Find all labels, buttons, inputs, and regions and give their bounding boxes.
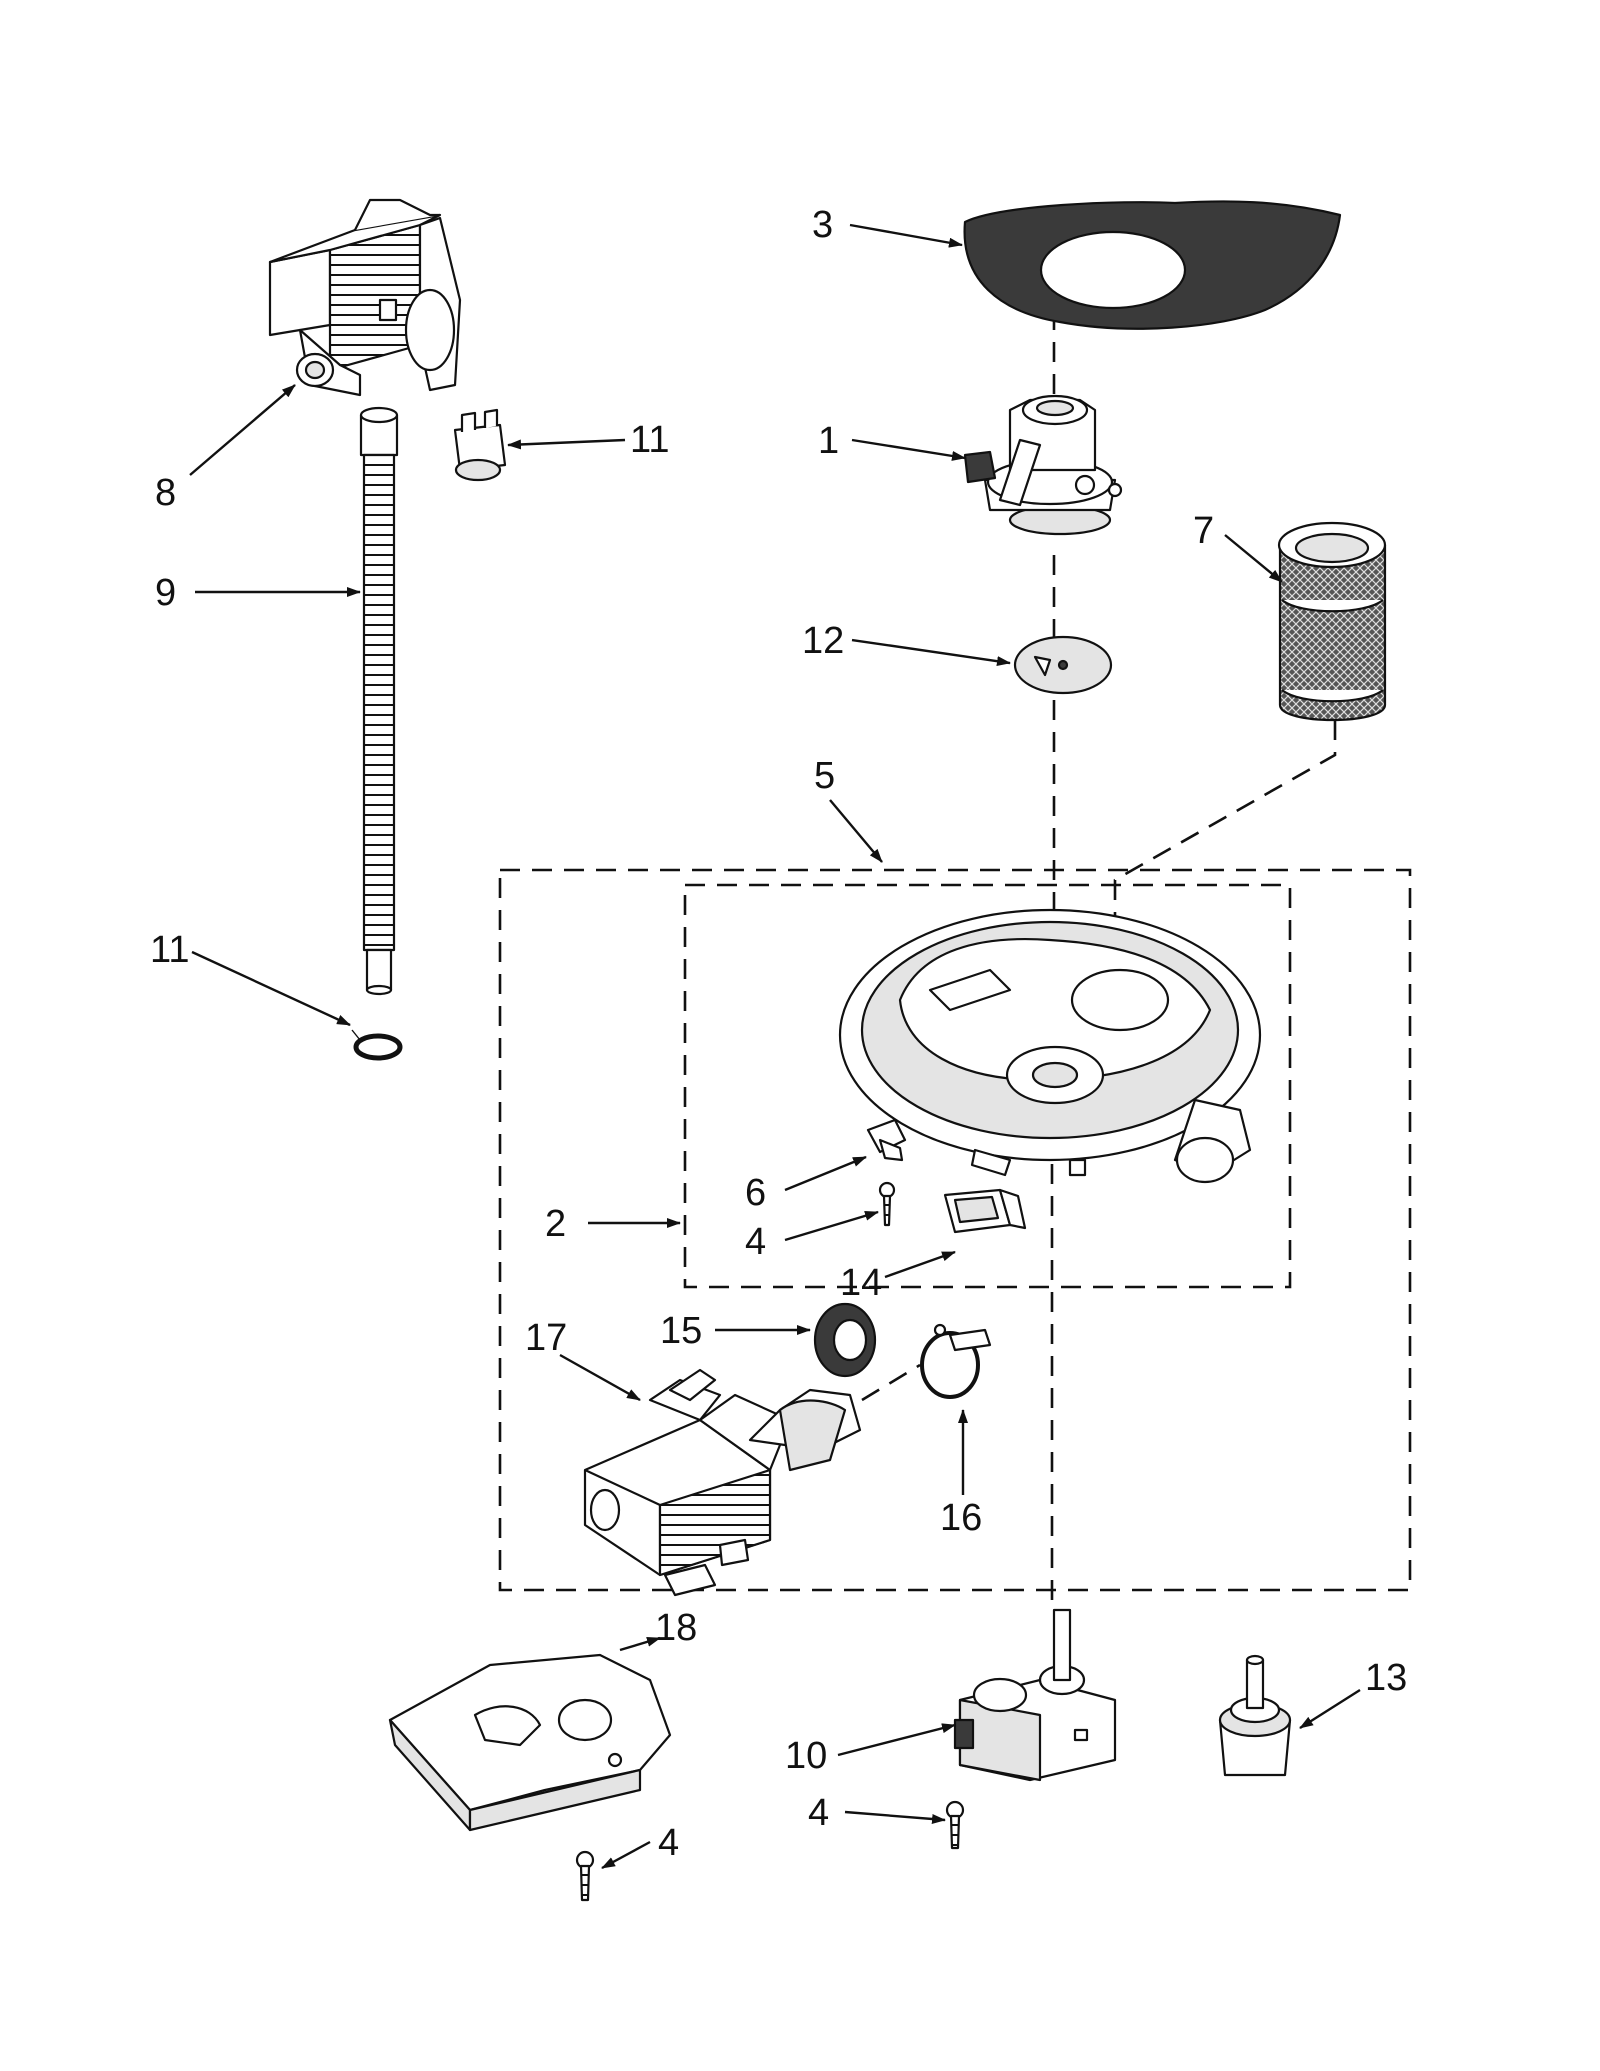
part-3-filter-cover xyxy=(963,200,1342,330)
part-18-mounting-bracket xyxy=(388,1653,672,1832)
callout-17: 17 xyxy=(525,1317,567,1359)
part-13-float-switch xyxy=(1218,1654,1292,1777)
part-7-mesh-filter xyxy=(1277,521,1387,722)
callout-11-upper: 11 xyxy=(630,419,669,461)
callout-4-lower-center: 4 xyxy=(808,1792,829,1834)
part-9-drain-hose xyxy=(359,406,399,996)
callout-labels: 3 1 7 12 5 2 6 4 14 15 17 16 18 4 10 4 1… xyxy=(150,204,1407,1864)
part-11-upper-clip xyxy=(453,408,507,482)
alignment-line-filter xyxy=(1113,720,1337,1070)
callout-8: 8 xyxy=(155,472,176,514)
part-11-lower-clamp xyxy=(351,1029,403,1061)
callout-4-upper: 4 xyxy=(745,1221,766,1263)
sump-base-assembly xyxy=(838,908,1262,1184)
callout-14: 14 xyxy=(840,1262,882,1304)
part-15-seal xyxy=(813,1302,877,1378)
leader-lines xyxy=(189,223,1361,1870)
part-8-drain-pump xyxy=(268,198,462,397)
callout-9: 9 xyxy=(155,572,176,614)
part-12-diverter-disk xyxy=(1013,635,1113,695)
part-17-wash-pump-motor xyxy=(583,1368,862,1597)
assembly-2-boundary xyxy=(683,883,1292,1289)
part-14-connector xyxy=(943,1188,1027,1234)
part-10-diverter-motor xyxy=(953,1608,1117,1782)
callout-18: 18 xyxy=(655,1607,697,1649)
callout-13: 13 xyxy=(1365,1657,1407,1699)
part-4-screw-lower-center xyxy=(945,1800,965,1850)
callout-1: 1 xyxy=(818,420,839,462)
alignment-line-center xyxy=(1050,310,1056,1610)
callout-4-lower-left: 4 xyxy=(658,1822,679,1864)
callout-5: 5 xyxy=(814,755,835,797)
callout-3: 3 xyxy=(812,204,833,246)
part-4-screw-lower-left xyxy=(575,1850,595,1902)
callout-10: 10 xyxy=(785,1735,827,1777)
callout-16: 16 xyxy=(940,1497,982,1539)
alignment-line-clamp xyxy=(861,1363,921,1402)
part-16-hose-clamp xyxy=(920,1323,992,1399)
callout-15: 15 xyxy=(660,1310,702,1352)
callout-7: 7 xyxy=(1193,510,1214,552)
part-4-screw-upper xyxy=(878,1181,896,1227)
callout-12: 12 xyxy=(802,620,844,662)
callout-11-lower: 11 xyxy=(150,929,189,971)
callout-2: 2 xyxy=(545,1203,566,1245)
assembly-5-boundary xyxy=(498,868,1412,1592)
part-6-bracket xyxy=(866,1118,907,1162)
part-1-spray-assembly xyxy=(963,394,1123,536)
callout-6: 6 xyxy=(745,1172,766,1214)
